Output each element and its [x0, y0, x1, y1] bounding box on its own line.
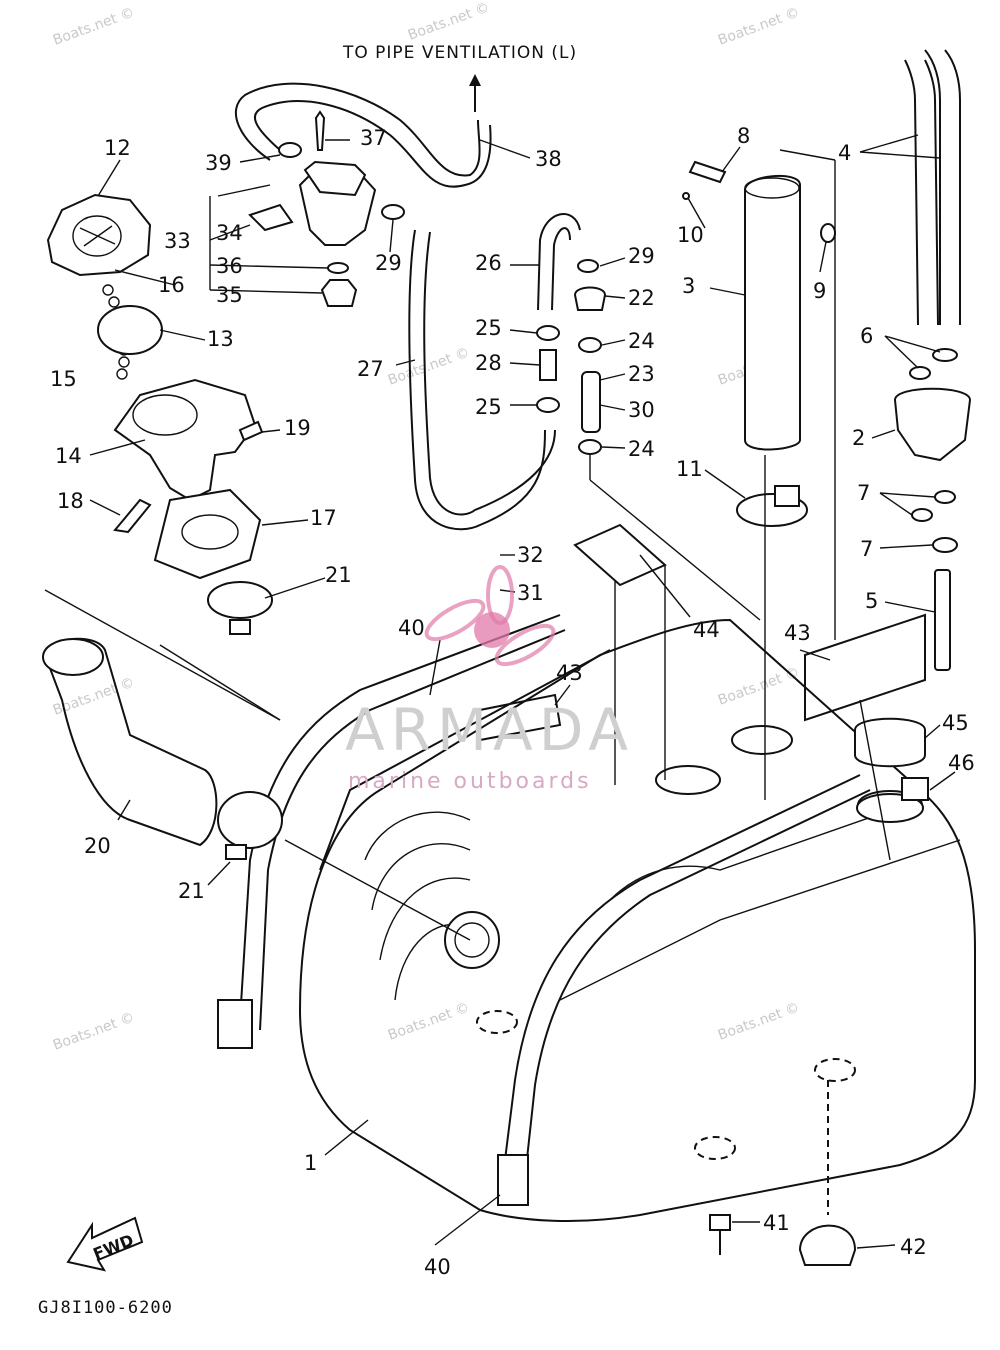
watermark-text: Boats.net © — [716, 1000, 802, 1044]
watermark-text: Boats.net © — [51, 1010, 137, 1054]
callout-11: 11 — [676, 457, 703, 481]
callout-7b: 7 — [860, 537, 873, 561]
armada-logo: ARMADA marine outboards — [345, 565, 634, 794]
ventilation-label: TO PIPE VENTILATION (L) — [342, 43, 577, 63]
forward-arrow-icon: FWD — [66, 1216, 144, 1272]
callout-45: 45 — [942, 711, 969, 735]
fuel-filter-line — [536, 213, 761, 621]
callout-32: 32 — [517, 543, 544, 567]
callout-43b: 43 — [784, 621, 811, 645]
bolt-18 — [113, 498, 152, 534]
callout-37: 37 — [360, 126, 387, 150]
callout-31: 31 — [517, 581, 544, 605]
callout-2: 2 — [852, 426, 865, 450]
callout-40b: 40 — [424, 1255, 451, 1279]
callout-23: 23 — [628, 362, 655, 386]
callout-33: 33 — [164, 229, 191, 253]
vent-pipes — [893, 49, 972, 671]
brand-tagline: marine outboards — [348, 769, 592, 794]
filler-cap — [46, 193, 152, 277]
filler-hose — [42, 589, 281, 847]
callout-13: 13 — [207, 327, 234, 351]
callout-25a: 25 — [475, 316, 502, 340]
label-plates — [479, 523, 926, 861]
callout-7a: 7 — [857, 481, 870, 505]
callout-46: 46 — [948, 751, 975, 775]
callout-27: 27 — [357, 357, 384, 381]
callout-21b: 21 — [178, 879, 205, 903]
fuel-tank — [298, 618, 976, 1222]
leader-lines — [89, 134, 956, 1249]
watermark-text: Boats.net © — [51, 5, 137, 49]
callout-44: 44 — [693, 618, 720, 642]
cap-chain — [97, 284, 163, 380]
callout-42: 42 — [900, 1235, 927, 1259]
filler-port — [444, 911, 500, 969]
watermark-text: Boats.net © — [716, 5, 802, 49]
watermark-text: Boats.net © — [406, 0, 492, 44]
callout-43a: 43 — [556, 661, 583, 685]
callout-22: 22 — [628, 286, 655, 310]
filler-neck — [113, 378, 264, 580]
callout-15: 15 — [50, 367, 77, 391]
vent-assembly — [234, 82, 492, 307]
callout-29a: 29 — [375, 251, 402, 275]
fuel-pickup-tube — [682, 149, 836, 800]
callout-19: 19 — [284, 416, 311, 440]
callout-38: 38 — [535, 147, 562, 171]
callout-24a: 24 — [628, 329, 655, 353]
callout-25b: 25 — [475, 395, 502, 419]
callout-36: 36 — [216, 254, 243, 278]
callout-18: 18 — [57, 489, 84, 513]
callout-34: 34 — [216, 221, 243, 245]
callout-3: 3 — [682, 274, 695, 298]
callout-20: 20 — [84, 834, 111, 858]
callout-35: 35 — [216, 283, 243, 307]
callout-30: 30 — [628, 398, 655, 422]
tank-fittings — [709, 717, 929, 1266]
hose-clamp — [207, 581, 471, 941]
callout-41: 41 — [763, 1211, 790, 1235]
watermark-text: Boats.net © — [716, 665, 802, 709]
callout-40a: 40 — [398, 616, 425, 640]
callout-28: 28 — [475, 351, 502, 375]
breather-hose — [408, 229, 556, 531]
part-code: GJ8I100-6200 — [38, 1298, 173, 1318]
brand-text: ARMADA — [345, 696, 634, 764]
callout-4: 4 — [838, 141, 851, 165]
watermark-text: Boats.net © — [386, 1000, 472, 1044]
callout-24b: 24 — [628, 437, 655, 461]
callout-17: 17 — [310, 506, 337, 530]
callout-39: 39 — [205, 151, 232, 175]
callout-6: 6 — [860, 324, 873, 348]
callout-5: 5 — [865, 589, 878, 613]
callout-14: 14 — [55, 444, 82, 468]
callout-1: 1 — [304, 1151, 317, 1175]
callout-21a: 21 — [325, 563, 352, 587]
callout-9: 9 — [813, 279, 826, 303]
callout-8: 8 — [737, 124, 750, 148]
part-labels: 1 2 3 4 5 6 7 7 8 9 10 11 12 13 14 15 16… — [50, 124, 975, 1279]
callout-12: 12 — [104, 136, 131, 160]
callout-29b: 29 — [628, 244, 655, 268]
callout-16: 16 — [158, 273, 185, 297]
callout-26: 26 — [475, 251, 502, 275]
watermark-text: Boats.net © — [386, 345, 472, 389]
callout-10: 10 — [677, 223, 704, 247]
